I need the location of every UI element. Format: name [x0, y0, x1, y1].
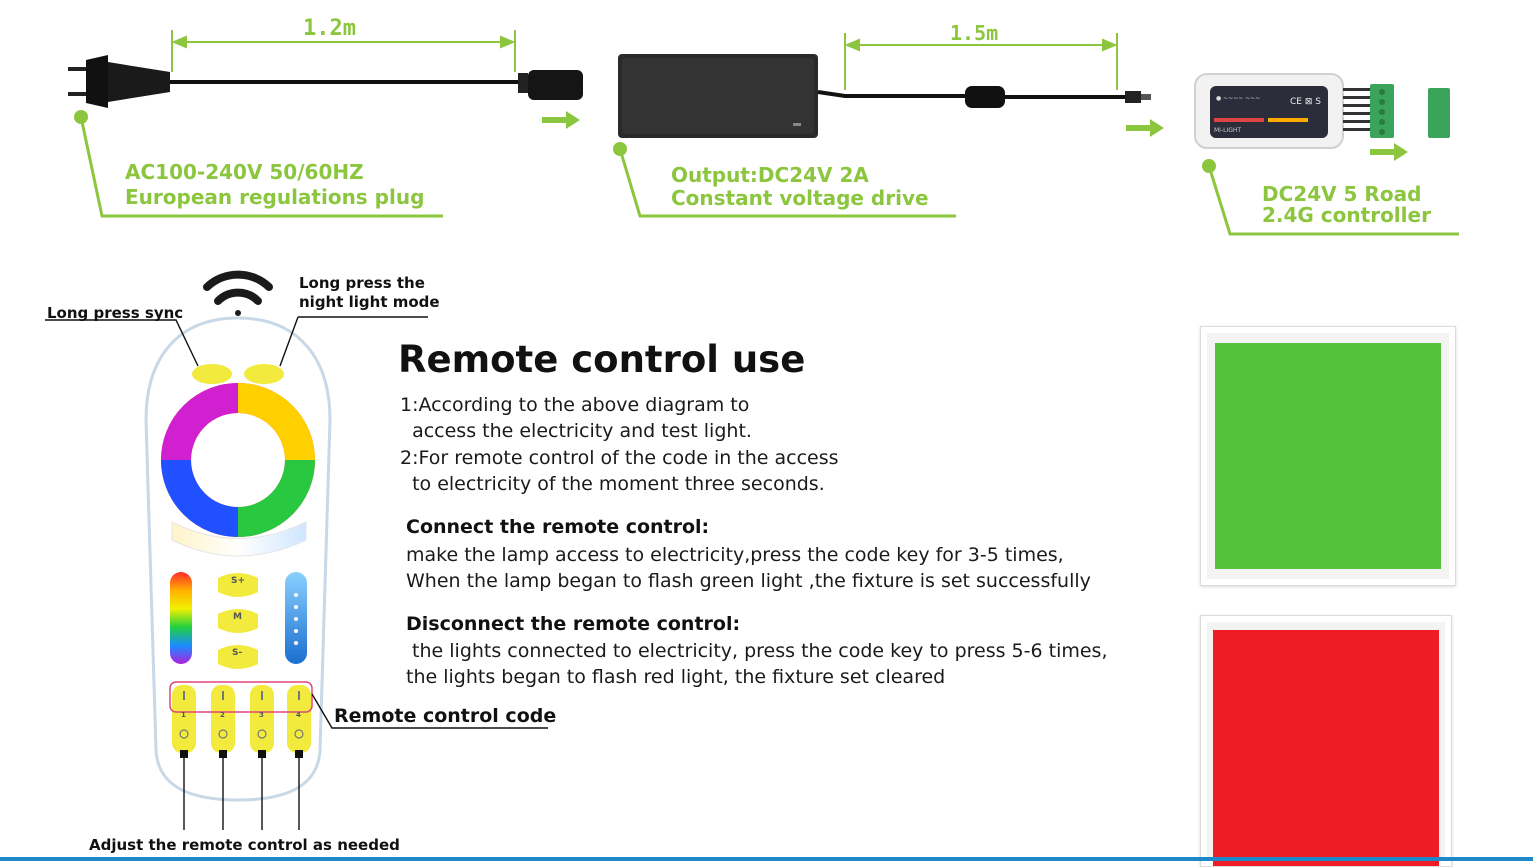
controller-spec-line2: 2.4G controller	[1262, 203, 1431, 227]
step-2-line1: 2:For remote control of the code in the …	[400, 447, 839, 469]
night-light-button	[244, 364, 284, 384]
sync-button	[192, 364, 232, 384]
step-2-line2: to electricity of the moment three secon…	[400, 473, 825, 495]
speed-down-key-label: S-	[232, 648, 243, 658]
adapter-spec-line2: Constant voltage drive	[671, 186, 929, 210]
connect-heading: Connect the remote control:	[406, 516, 710, 538]
controller-spec-line1: DC24V 5 Road	[1262, 182, 1422, 206]
controller-leader-dot	[1202, 159, 1216, 173]
disconnect-line2: the lights began to flash red light, the…	[406, 666, 946, 688]
speed-up-button	[218, 573, 258, 597]
adapter-leader-dot	[613, 142, 627, 156]
svg-text:CE ⊠ S: CE ⊠ S	[1290, 97, 1321, 107]
night-light-callout-line2: night light mode	[299, 293, 440, 311]
plug-cable-length: 1.2m	[303, 16, 356, 41]
plug-spec-line2: European regulations plug	[125, 185, 425, 209]
step-1-line2: access the electricity and test light.	[400, 420, 752, 442]
flow-arrow-icon	[542, 111, 1408, 161]
eu-plug-icon	[68, 55, 583, 108]
cleared-light-panel	[1200, 615, 1452, 867]
adapter-spec-line1: Output:DC24V 2A	[671, 163, 869, 187]
page-title: Remote control use	[398, 338, 806, 381]
mode-button	[218, 609, 258, 633]
connection-diagram: ● ~~~~ ~~~ CE ⊠ S MI-LIGHT	[68, 30, 1459, 236]
plug-leader-dot	[74, 110, 88, 124]
zone-4-label: 4	[296, 711, 301, 719]
connect-line1: make the lamp access to electricity,pres…	[406, 544, 1064, 566]
callout-leaders	[45, 316, 548, 830]
red-light-fill	[1213, 630, 1439, 866]
remote-code-highlight	[169, 681, 313, 713]
connect-line2: When the lamp began to flash green light…	[406, 570, 1091, 592]
green-light-fill	[1215, 343, 1441, 569]
white-temperature-slider	[171, 521, 307, 557]
plug-cable-dimension	[171, 30, 516, 72]
zone-2-label: 2	[220, 711, 225, 719]
adapter-cable-dimension	[844, 33, 1118, 90]
color-slider	[170, 572, 192, 664]
speed-down-button	[218, 645, 258, 669]
success-light-panel	[1200, 326, 1456, 586]
plug-spec-line1: AC100-240V 50/60HZ	[125, 160, 364, 184]
step-1-line1: 1:According to the above diagram to	[400, 394, 750, 416]
disconnect-heading: Disconnect the remote control:	[406, 613, 741, 635]
zone-buttons	[172, 685, 311, 753]
wireless-signal-icon	[203, 270, 273, 316]
zone-3-label: 3	[259, 711, 264, 719]
zone-1-label: 1	[181, 711, 186, 719]
adjust-remote-callout: Adjust the remote control as needed	[89, 836, 400, 854]
speed-up-key-label: S+	[231, 576, 246, 586]
power-adapter-icon	[618, 54, 1151, 138]
adapter-cable-length: 1.5m	[950, 21, 999, 45]
svg-text:● ~~~~ ~~~: ● ~~~~ ~~~	[1216, 95, 1260, 102]
night-light-callout-line1: Long press the	[299, 274, 425, 292]
color-wheel-icon	[161, 383, 315, 537]
remote-code-callout: Remote control code	[334, 705, 557, 727]
bottom-rule	[0, 857, 1533, 861]
sync-callout: Long press sync	[47, 304, 184, 322]
mode-key-label: M	[233, 612, 242, 622]
svg-text:MI-LIGHT: MI-LIGHT	[1214, 127, 1241, 134]
controller-icon: ● ~~~~ ~~~ CE ⊠ S MI-LIGHT	[1194, 73, 1450, 149]
label-leader-lines	[79, 116, 1459, 236]
disconnect-line1: the lights connected to electricity, pre…	[406, 640, 1108, 662]
remote-control-illustration	[45, 270, 548, 830]
